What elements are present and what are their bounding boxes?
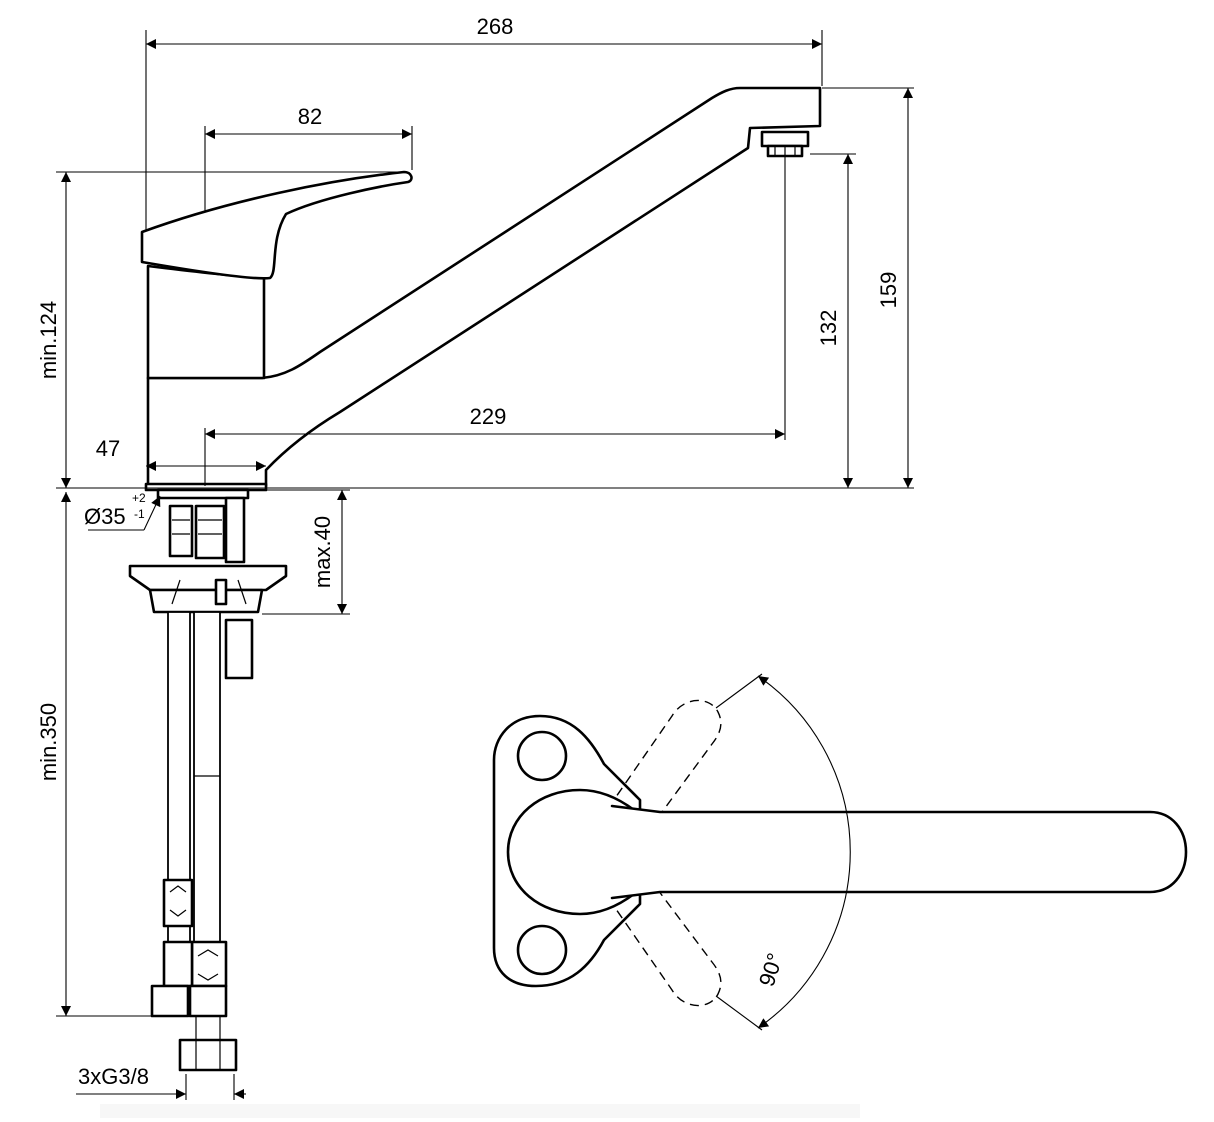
- lever-handle: [140, 170, 413, 280]
- dim-lever-length: 82: [298, 104, 322, 129]
- faucet-side-view: [128, 86, 822, 1072]
- dim-aerator-height: 132: [816, 310, 841, 347]
- lever-position-dashed-down: [599, 865, 722, 1007]
- dim-min-height: min.124: [36, 301, 61, 379]
- dim-base-width: 47: [96, 436, 120, 461]
- dimension-lines: [56, 30, 914, 1100]
- dim-thread-spec: 3xG3/8: [78, 1064, 149, 1089]
- faucet-body: [146, 264, 266, 380]
- dim-hole-tol-upper: +2: [132, 491, 146, 505]
- rotation-arc: [757, 675, 851, 1029]
- dim-max-deck: max.40: [310, 516, 335, 588]
- dim-spout-reach: 229: [470, 404, 507, 429]
- fixing-assembly: [128, 496, 288, 614]
- faucet-top-view: [492, 673, 1188, 1031]
- dim-overall-length: 268: [477, 14, 514, 39]
- dimension-labels: 268 82 229 47 min.124 132 159 max.40 min…: [36, 14, 901, 1089]
- dim-rotation-angle: 90°: [754, 950, 788, 989]
- supply-hoses: [150, 611, 254, 1072]
- dim-hose-length: min.350: [36, 703, 61, 781]
- aerator: [760, 130, 810, 158]
- lever-position-dashed-up: [599, 699, 722, 843]
- dim-hole-tol-lower: -1: [134, 507, 145, 521]
- dim-overall-height: 159: [876, 272, 901, 309]
- dim-hole-diameter: Ø35: [84, 504, 126, 529]
